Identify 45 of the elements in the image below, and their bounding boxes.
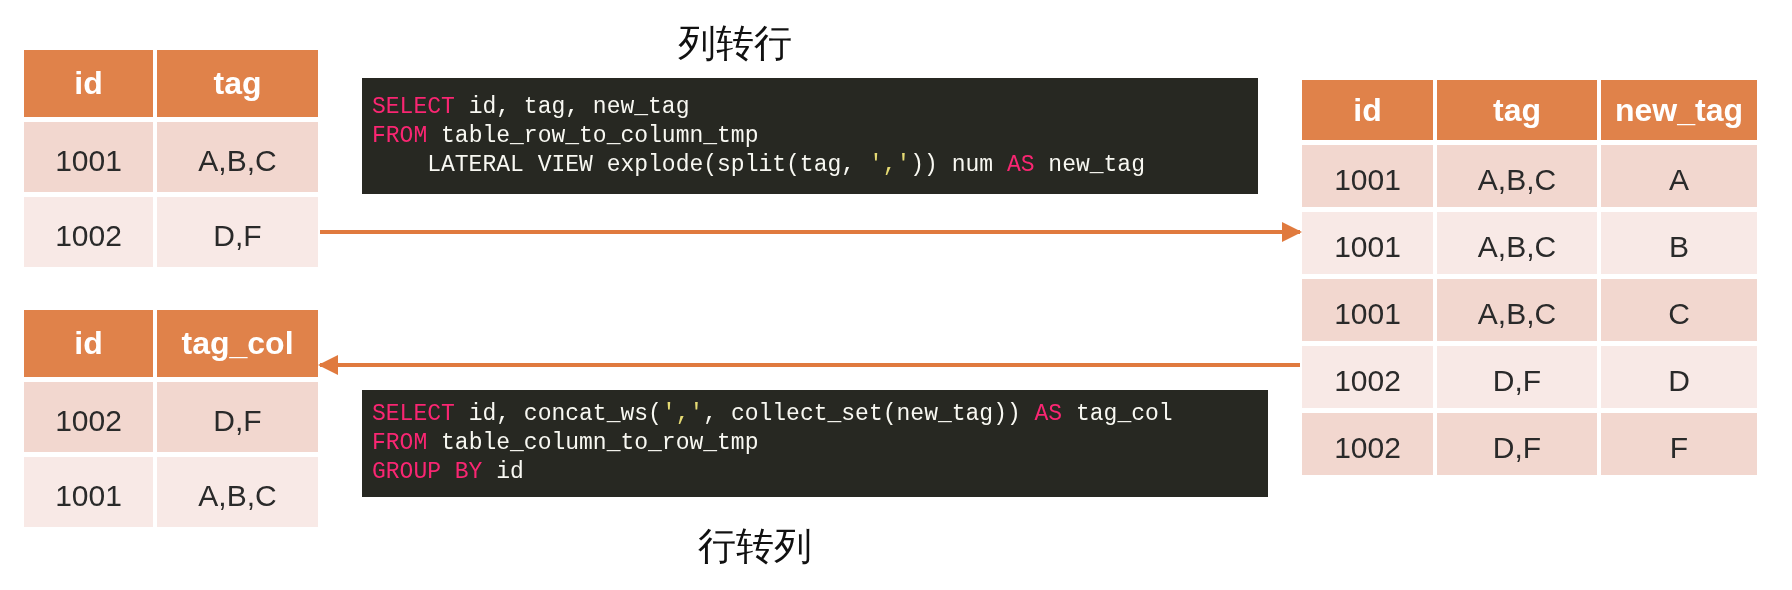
table-cell: 1002: [24, 197, 153, 267]
table-cell: A,B,C: [1437, 212, 1597, 274]
code-block: [362, 78, 1258, 194]
column-header: new_tag: [1601, 80, 1757, 140]
table-cell: 1001: [1302, 145, 1433, 207]
table-cell: 1002: [24, 382, 153, 452]
column-header: tag_col: [157, 310, 318, 377]
code-line: LATERAL VIEW explode(split(tag, ',')) num AS new_tag: [426, 150, 1146, 180]
table-cell: D,F: [1437, 413, 1597, 475]
data-table: [1302, 80, 1757, 475]
column-header: id: [24, 310, 153, 377]
table-cell: D: [1601, 346, 1757, 408]
table-cell: A,B,C: [1437, 145, 1597, 207]
table-cell: C: [1601, 279, 1757, 341]
data-table: [24, 310, 318, 527]
column-header: tag: [1437, 80, 1597, 140]
table-cell: 1001: [24, 457, 153, 527]
table-cell: A,B,C: [157, 122, 318, 192]
section-title: 列转行: [678, 20, 792, 67]
arrow: [320, 222, 1302, 242]
table-cell: D,F: [157, 197, 318, 267]
table-cell: 1001: [1302, 279, 1433, 341]
arrow: [318, 355, 1300, 375]
table-cell: F: [1601, 413, 1757, 475]
table-cell: A: [1601, 145, 1757, 207]
code-line: FROM table_row_to_column_tmp: [372, 121, 760, 151]
table-cell: A,B,C: [157, 457, 318, 527]
column-header: tag: [157, 50, 318, 117]
code-line: SELECT id, concat_ws(',', collect_set(new_tag)) AS tag_col: [372, 400, 1174, 429]
column-header: id: [1302, 80, 1433, 140]
table-cell: 1001: [1302, 212, 1433, 274]
code-line: FROM table_column_to_row_tmp: [372, 429, 760, 458]
table-cell: B: [1601, 212, 1757, 274]
table-cell: D,F: [157, 382, 318, 452]
code-line: GROUP BY id: [372, 458, 525, 487]
table-cell: 1001: [24, 122, 153, 192]
data-table: [24, 50, 318, 267]
table-cell: D,F: [1437, 346, 1597, 408]
code-block: [362, 390, 1268, 497]
table-cell: 1002: [1302, 413, 1433, 475]
section-title: 行转列: [698, 523, 812, 570]
code-line: SELECT id, tag, new_tag: [372, 92, 691, 122]
table-cell: 1002: [1302, 346, 1433, 408]
column-header: id: [24, 50, 153, 117]
table-cell: A,B,C: [1437, 279, 1597, 341]
